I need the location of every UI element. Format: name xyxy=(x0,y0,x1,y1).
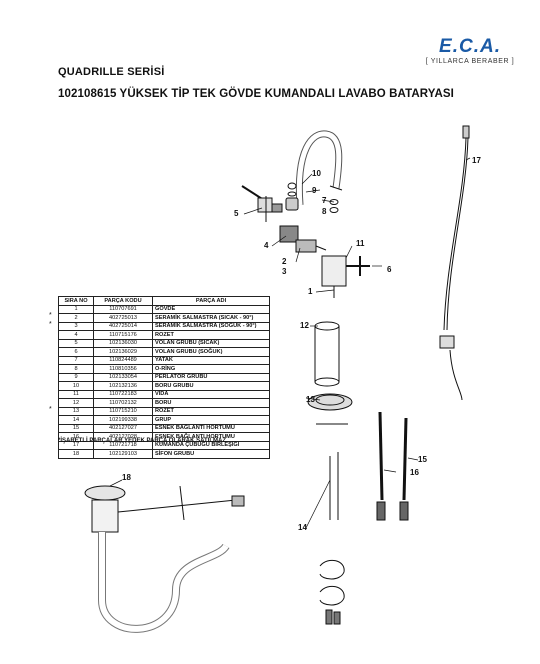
callout-13: 13 xyxy=(306,395,315,404)
rosette-13 xyxy=(307,393,353,411)
callout-14: 14 xyxy=(298,523,307,532)
part-name-cell: SİFON GRUBU xyxy=(152,449,270,459)
callout-6: 6 xyxy=(387,265,392,274)
product-title: 102108615 YÜKSEK TİP TEK GÖVDE KUMANDALI… xyxy=(58,88,454,100)
aerator-group xyxy=(285,182,299,211)
faucet-body xyxy=(321,255,370,298)
spare-part-star-marker: * xyxy=(49,312,52,319)
handle-hot-group xyxy=(241,185,283,222)
lift-rod-17 xyxy=(439,125,470,401)
callout-17: 17 xyxy=(472,156,481,165)
callout-11: 11 xyxy=(356,239,365,248)
callout-4: 4 xyxy=(264,241,269,250)
leader-lines xyxy=(109,157,471,529)
footnote: *İŞARETLİ PARÇALAR YEDEK PARÇA OLARAK SA… xyxy=(58,438,228,444)
callout-2: 2 xyxy=(282,257,287,266)
brand-tagline: [ YILLARCA BERABER ] xyxy=(425,58,515,65)
callout-10: 10 xyxy=(312,169,321,178)
siphon-group-18 xyxy=(84,485,245,633)
spare-part-star-marker: * xyxy=(49,406,52,413)
eca-logo-mark: E.C.A. xyxy=(422,34,518,56)
callout-5: 5 xyxy=(234,209,239,218)
series-title: QUADRILLE SERİSİ xyxy=(58,66,165,78)
logo-wordmark: E.C.A. xyxy=(439,36,501,56)
brand-logo: E.C.A. [ YILLARCA BERABER ] xyxy=(418,34,522,70)
callout-18: 18 xyxy=(122,473,131,482)
cartridge-group xyxy=(279,225,327,253)
callout-12: 12 xyxy=(300,321,309,330)
stud-group-14 xyxy=(316,423,348,625)
spout-pipe xyxy=(295,130,343,206)
callout-9: 9 xyxy=(312,186,317,195)
callout-7: 7 xyxy=(322,196,327,205)
callout-3: 3 xyxy=(282,267,287,276)
callout-16: 16 xyxy=(410,468,419,477)
callout-8: 8 xyxy=(322,207,327,216)
spare-part-star-marker: * xyxy=(49,321,52,328)
flex-hoses xyxy=(376,411,409,521)
callout-15: 15 xyxy=(418,455,427,464)
pipe-12 xyxy=(314,321,340,387)
callout-1: 1 xyxy=(308,287,313,296)
o-ring-group xyxy=(329,199,339,213)
